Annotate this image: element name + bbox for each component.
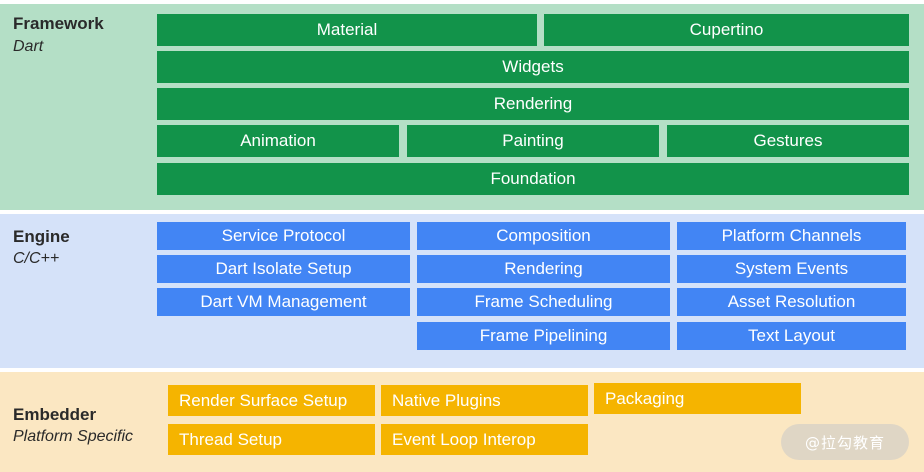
native-plugins-box: Native Plugins (381, 385, 588, 416)
widgets-box: Widgets (157, 51, 909, 83)
embedder-title: Embedder (13, 405, 97, 424)
frame-scheduling-box: Frame Scheduling (417, 288, 670, 316)
system-events-box: System Events (677, 255, 906, 283)
engine-title: Engine (13, 227, 70, 246)
painting-box: Painting (407, 125, 659, 157)
watermark-logo: @拉勾教育 (781, 424, 909, 460)
render-surface-setup-box: Render Surface Setup (168, 385, 375, 416)
material-box: Material (157, 14, 537, 46)
frame-pipelining-box: Frame Pipelining (417, 322, 670, 350)
dart-vm-management-box: Dart VM Management (157, 288, 410, 316)
thread-setup-box: Thread Setup (168, 424, 375, 455)
framework-title: Framework (13, 14, 104, 33)
composition-box: Composition (417, 222, 670, 250)
gestures-box: Gestures (667, 125, 909, 157)
embedder-subtitle: Platform Specific (13, 428, 134, 445)
asset-resolution-box: Asset Resolution (677, 288, 906, 316)
packaging-box: Packaging (594, 383, 801, 414)
service-protocol-box: Service Protocol (157, 222, 410, 250)
engine-subtitle: C/C++ (13, 250, 60, 267)
animation-box: Animation (157, 125, 399, 157)
platform-channels-box: Platform Channels (677, 222, 906, 250)
text-layout-box: Text Layout (677, 322, 906, 350)
foundation-box: Foundation (157, 163, 909, 195)
cupertino-box: Cupertino (544, 14, 909, 46)
dart-isolate-setup-box: Dart Isolate Setup (157, 255, 410, 283)
framework-subtitle: Dart (13, 38, 44, 55)
framework-rendering-box: Rendering (157, 88, 909, 120)
engine-rendering-box: Rendering (417, 255, 670, 283)
event-loop-interop-box: Event Loop Interop (381, 424, 588, 455)
